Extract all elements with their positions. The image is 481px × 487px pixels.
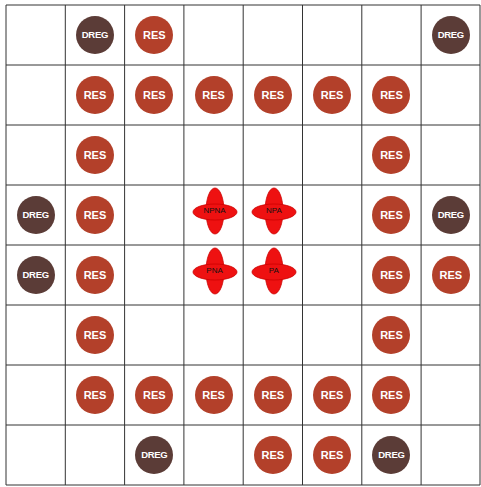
res-circle: RES (195, 376, 233, 414)
res-circle: RES (313, 376, 351, 414)
res-circle: RES (195, 76, 233, 114)
circle-label: DREG (378, 450, 404, 460)
res-circle: RES (76, 256, 114, 294)
circle-label: DREG (141, 450, 167, 460)
circle-label: RES (262, 390, 285, 401)
res-circle: RES (313, 436, 351, 474)
circle-label: RES (380, 150, 403, 161)
dreg-circle: DREG (432, 16, 470, 54)
flower-shape: NPA (249, 186, 299, 236)
circle-label: RES (262, 90, 285, 101)
circle-label: DREG (438, 30, 464, 40)
circle-label: RES (84, 90, 107, 101)
circle-label: RES (321, 90, 344, 101)
dreg-circle: DREG (372, 436, 410, 474)
res-circle: RES (135, 76, 173, 114)
circle-label: RES (380, 90, 403, 101)
res-circle: RES (254, 436, 292, 474)
dreg-circle: DREG (432, 196, 470, 234)
res-circle: RES (76, 196, 114, 234)
circle-label: RES (380, 330, 403, 341)
res-circle: RES (372, 76, 410, 114)
circle-label: RES (84, 330, 107, 341)
circle-label: RES (84, 150, 107, 161)
circle-label: RES (380, 210, 403, 221)
circle-label: RES (439, 270, 462, 281)
circle-label: RES (84, 210, 107, 221)
circle-label: RES (143, 90, 166, 101)
res-circle: RES (135, 376, 173, 414)
circle-label: RES (202, 90, 225, 101)
dreg-circle: DREG (135, 436, 173, 474)
circle-label: RES (143, 30, 166, 41)
dreg-circle: DREG (17, 256, 55, 294)
res-circle: RES (76, 76, 114, 114)
dreg-circle: DREG (76, 16, 114, 54)
circle-label: DREG (23, 270, 49, 280)
circle-label: RES (202, 390, 225, 401)
circle-label: DREG (82, 30, 108, 40)
circle-label: RES (321, 390, 344, 401)
res-circle: RES (135, 16, 173, 54)
res-circle: RES (432, 256, 470, 294)
dreg-circle: DREG (17, 196, 55, 234)
circle-label: DREG (23, 210, 49, 220)
circle-label: RES (380, 270, 403, 281)
res-circle: RES (76, 316, 114, 354)
circle-label: DREG (438, 210, 464, 220)
res-circle: RES (372, 316, 410, 354)
res-circle: RES (254, 76, 292, 114)
circle-label: RES (143, 390, 166, 401)
flower-label: PNA (206, 267, 222, 275)
circle-label: RES (84, 390, 107, 401)
flower-label: NPA (266, 207, 282, 215)
flower-label: NPNA (203, 207, 225, 215)
circle-label: RES (262, 450, 285, 461)
circle-label: RES (380, 390, 403, 401)
res-circle: RES (372, 376, 410, 414)
flower-shape: PNA (190, 246, 240, 296)
flower-shape: PA (249, 246, 299, 296)
res-circle: RES (76, 136, 114, 174)
res-circle: RES (76, 376, 114, 414)
res-circle: RES (372, 196, 410, 234)
res-circle: RES (254, 376, 292, 414)
res-circle: RES (313, 76, 351, 114)
flower-label: PA (269, 267, 279, 275)
circle-label: RES (84, 270, 107, 281)
res-circle: RES (372, 136, 410, 174)
flower-shape: NPNA (190, 186, 240, 236)
circle-label: RES (321, 450, 344, 461)
res-circle: RES (372, 256, 410, 294)
